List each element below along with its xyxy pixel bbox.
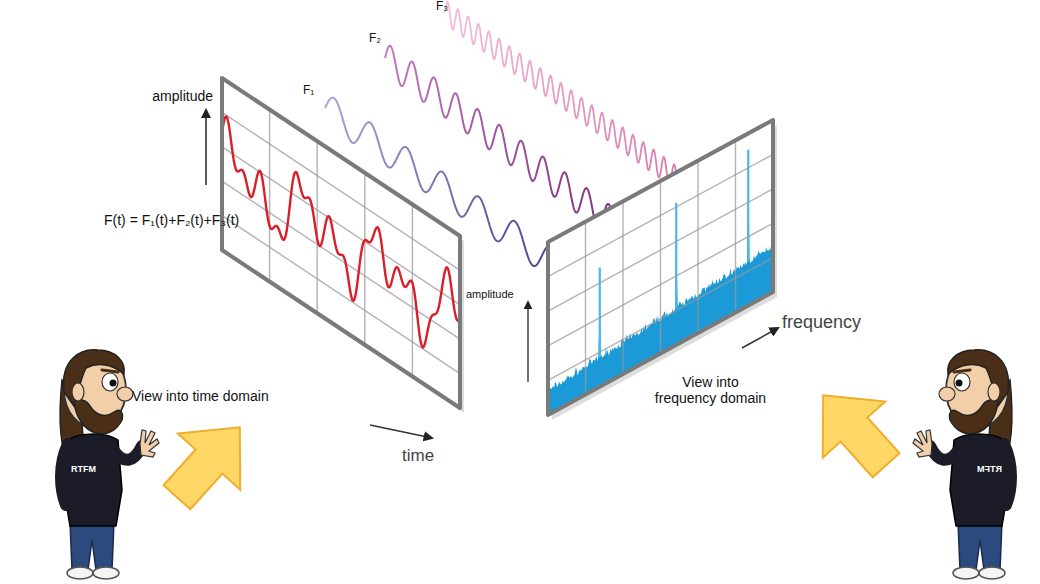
panel-frame [548,120,773,415]
axis-label: frequency [782,312,861,333]
wave-label: F₃ [436,0,448,14]
sine-wave [445,2,682,192]
axis-arrow [742,328,778,348]
shirt-text: RTFM [71,464,96,474]
view-arrow [792,367,917,493]
panel-ground [222,78,460,408]
view-caption: View into time domain [132,388,269,404]
person-right [913,350,1012,579]
shirt-text: RTFM [977,464,1002,474]
frequency-panel [548,120,777,420]
axis-arrow [527,302,528,382]
axis-arrow [370,425,432,438]
spectral-peak [599,268,601,358]
formula: F(t) = F₁(t)+F₂(t)+F₃(t) [104,212,239,228]
axis-label: amplitude [466,288,514,301]
view-caption: View into frequency domain [652,374,769,406]
panel-frame [222,78,460,408]
axis-label: time [402,446,434,466]
view-arrow [146,399,271,525]
grid [548,140,773,394]
spectral-peak [675,203,677,308]
composite-signal [222,116,460,347]
grid [222,110,460,377]
axis-arrow [205,110,207,185]
spectral-peak [747,150,749,262]
wave-label: F₁ [303,84,314,98]
person-left [60,350,159,579]
wave-label: F₂ [369,32,381,46]
panel-ground [548,120,773,415]
axis-label: amplitude [152,88,213,104]
time-panel [222,78,464,413]
